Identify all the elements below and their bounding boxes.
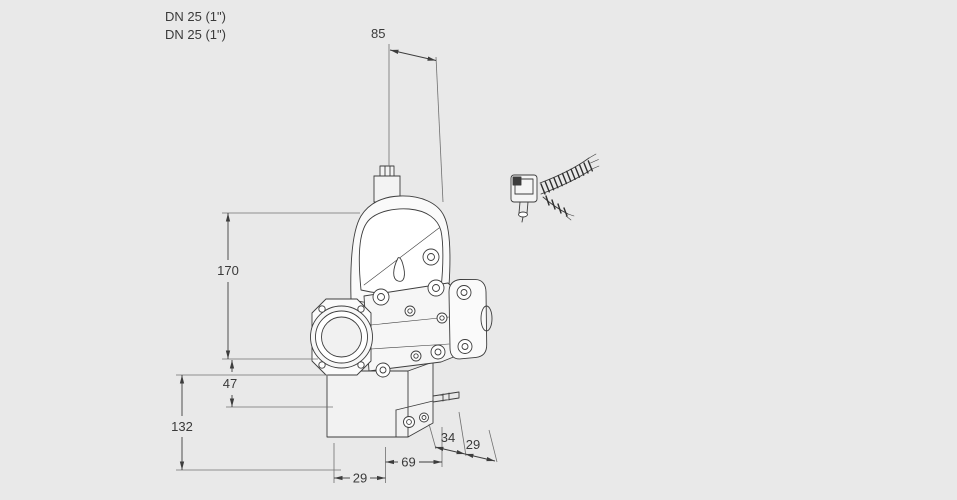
dn-size-label-1: DN 25 (1") <box>165 9 226 24</box>
cable-tail-hatching <box>545 195 568 217</box>
dimension-depth-outer-label: 29 <box>466 437 480 452</box>
solenoid-actuator <box>350 165 451 306</box>
dimension-bottom-width-label: 69 <box>401 455 415 470</box>
dimension-top-width: 85 <box>371 26 444 203</box>
dimension-upper-height-label: 170 <box>217 263 239 278</box>
regulator-block <box>326 361 434 438</box>
dimension-bottom-width: 69 <box>385 427 443 470</box>
dimension-mid-height-label: 47 <box>223 376 237 391</box>
dimension-depth-inner-label: 34 <box>441 430 455 445</box>
pressure-test-nipple <box>432 391 460 403</box>
dimension-top-width-label: 85 <box>371 26 385 41</box>
dimension-depth-inner: 34 <box>428 423 466 455</box>
dimension-annotations: 85 170 47 132 <box>171 26 498 486</box>
dimension-bottom-left-width: 29 <box>333 443 386 486</box>
valve-flange-body <box>310 279 493 378</box>
dimension-mid-height: 47 <box>223 360 333 408</box>
dimension-lower-height-label: 132 <box>171 419 193 434</box>
dimension-depth-outer: 29 <box>458 411 498 463</box>
dimension-bottom-left-width-label: 29 <box>353 471 367 486</box>
cable-plug-connector <box>510 153 600 223</box>
dimension-lower-height: 132 <box>171 374 341 471</box>
dn-size-label-2: DN 25 (1") <box>165 27 226 42</box>
valve-drawing <box>310 153 600 438</box>
dimension-upper-height: 170 <box>217 212 360 360</box>
cable-hatching <box>540 160 593 195</box>
